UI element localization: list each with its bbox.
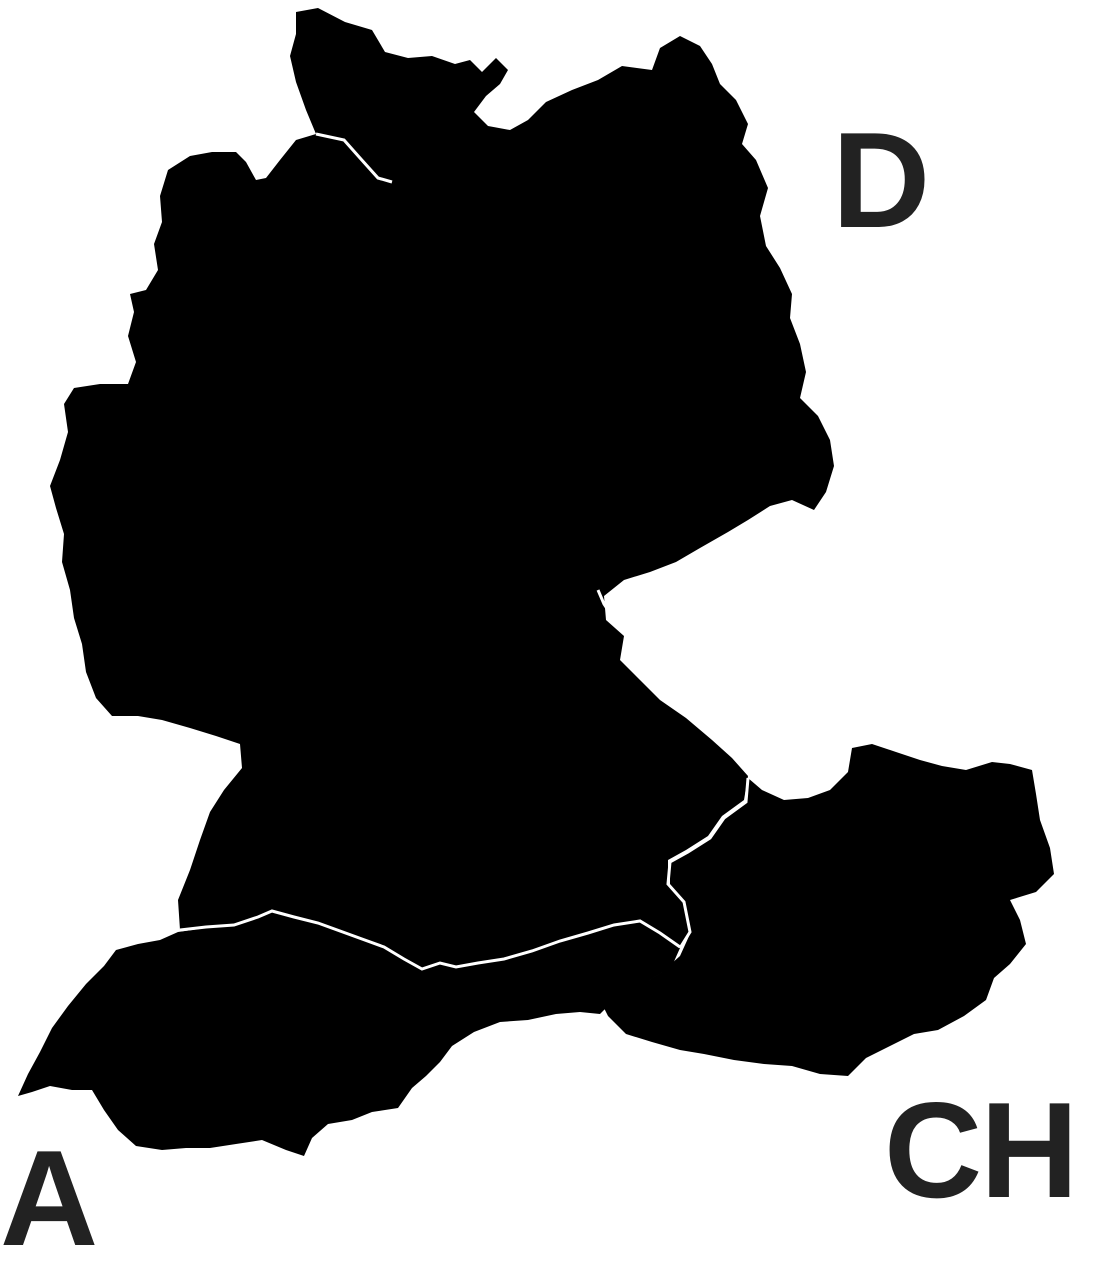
border-de-at	[179, 909, 681, 971]
region-austria	[18, 912, 680, 1156]
map-canvas: D CH A	[0, 8, 1078, 1266]
dach-map	[18, 8, 1054, 1156]
label-germany: D	[832, 104, 930, 256]
region-switzerland	[602, 744, 1054, 1076]
border-north	[315, 132, 393, 184]
label-switzerland: CH	[884, 1074, 1078, 1226]
border-north-east	[596, 589, 614, 617]
label-austria: A	[0, 1122, 98, 1274]
border-de-ch	[666, 777, 750, 949]
region-germany	[50, 8, 834, 968]
